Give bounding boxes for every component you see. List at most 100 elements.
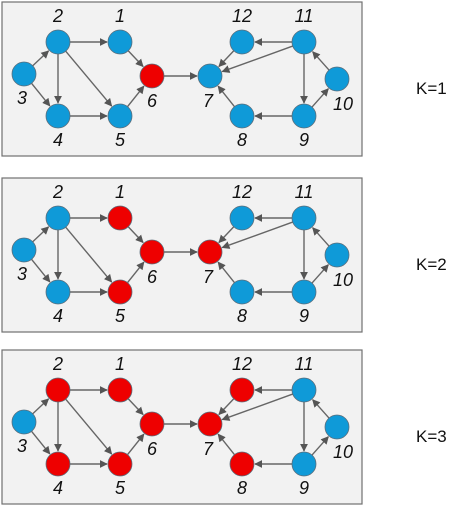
edge-5-to-6 [126, 261, 145, 284]
edge-1-to-6 [127, 50, 144, 68]
node-3 [11, 237, 37, 263]
node-12 [229, 205, 255, 231]
node-4 [45, 279, 71, 305]
node-5 [107, 103, 133, 129]
node-label-1: 1 [115, 6, 125, 26]
node-10 [324, 66, 350, 92]
edge-11-to-7 [221, 221, 293, 249]
node-10 [324, 414, 350, 440]
edge-5-to-6 [126, 85, 145, 108]
node-label-3: 3 [17, 88, 27, 108]
node-8-highlighted [229, 451, 255, 477]
node-2 [45, 29, 71, 55]
edge-2-to-5 [65, 226, 113, 283]
node-label-7: 7 [203, 91, 214, 111]
edge-3-to-4 [31, 430, 51, 455]
node-label-5: 5 [115, 478, 126, 498]
node-5-highlighted [107, 279, 133, 305]
edge-9-to-10 [311, 88, 329, 108]
edge-10-to-11 [312, 399, 330, 419]
node-label-7: 7 [203, 267, 214, 287]
node-label-2: 2 [52, 354, 63, 374]
panel-frame [1, 349, 363, 505]
node-label-11: 11 [295, 6, 314, 26]
edge-2-to-5 [65, 398, 113, 455]
node-8 [229, 279, 255, 305]
node-7-highlighted [197, 239, 223, 265]
node-11 [291, 205, 317, 231]
k-label: K=3 [416, 427, 447, 446]
node-3 [11, 409, 37, 435]
node-label-6: 6 [147, 439, 158, 459]
edge-12-to-7 [218, 226, 235, 244]
node-2 [45, 205, 71, 231]
panel-frame [1, 177, 363, 333]
node-9 [291, 279, 317, 305]
edge-1-to-6 [127, 398, 144, 416]
edge-10-to-11 [312, 227, 330, 247]
node-12-highlighted [229, 377, 255, 403]
node-label-6: 6 [147, 267, 158, 287]
node-label-10: 10 [333, 94, 353, 114]
node-7 [197, 63, 223, 89]
node-7-highlighted [197, 411, 223, 437]
edge-5-to-6 [126, 433, 145, 456]
node-10 [324, 242, 350, 268]
edge-3-to-2 [32, 50, 50, 67]
node-label-9: 9 [299, 306, 309, 326]
node-label-6: 6 [147, 91, 158, 111]
node-5-highlighted [107, 451, 133, 477]
edge-10-to-11 [312, 51, 330, 71]
node-label-4: 4 [53, 306, 63, 326]
node-label-10: 10 [333, 442, 353, 462]
node-label-4: 4 [53, 478, 63, 498]
k-label: K=2 [416, 255, 447, 274]
node-label-5: 5 [115, 306, 126, 326]
node-12 [229, 29, 255, 55]
edge-8-to-7 [217, 433, 236, 456]
node-label-9: 9 [299, 478, 309, 498]
node-label-9: 9 [299, 130, 309, 150]
node-9 [291, 451, 317, 477]
node-label-12: 12 [232, 6, 252, 26]
edge-11-to-7 [221, 393, 293, 421]
node-4-highlighted [45, 451, 71, 477]
node-label-4: 4 [53, 130, 63, 150]
edge-9-to-10 [311, 436, 329, 456]
node-4 [45, 103, 71, 129]
edge-8-to-7 [217, 261, 236, 284]
node-label-3: 3 [17, 436, 27, 456]
node-6-highlighted [139, 239, 165, 265]
node-label-8: 8 [237, 306, 247, 326]
node-1 [107, 29, 133, 55]
edge-9-to-10 [311, 264, 329, 284]
node-6-highlighted [139, 411, 165, 437]
edge-1-to-6 [127, 226, 144, 244]
node-2-highlighted [45, 377, 71, 403]
edge-3-to-4 [31, 258, 51, 283]
node-label-1: 1 [115, 354, 125, 374]
edge-3-to-2 [32, 226, 50, 243]
node-3 [11, 61, 37, 87]
node-label-1: 1 [115, 182, 125, 202]
edge-2-to-5 [65, 50, 113, 107]
edge-12-to-7 [218, 50, 235, 68]
node-1-highlighted [107, 205, 133, 231]
panel-frame [1, 1, 363, 157]
edge-3-to-4 [31, 82, 51, 107]
node-label-11: 11 [295, 354, 314, 374]
node-11 [291, 377, 317, 403]
node-8 [229, 103, 255, 129]
node-label-12: 12 [232, 182, 252, 202]
node-label-7: 7 [203, 439, 214, 459]
node-label-10: 10 [333, 270, 353, 290]
node-label-2: 2 [52, 182, 63, 202]
edge-3-to-2 [32, 398, 50, 415]
node-label-2: 2 [52, 6, 63, 26]
node-label-8: 8 [237, 478, 247, 498]
edge-12-to-7 [218, 398, 235, 416]
node-label-8: 8 [237, 130, 247, 150]
